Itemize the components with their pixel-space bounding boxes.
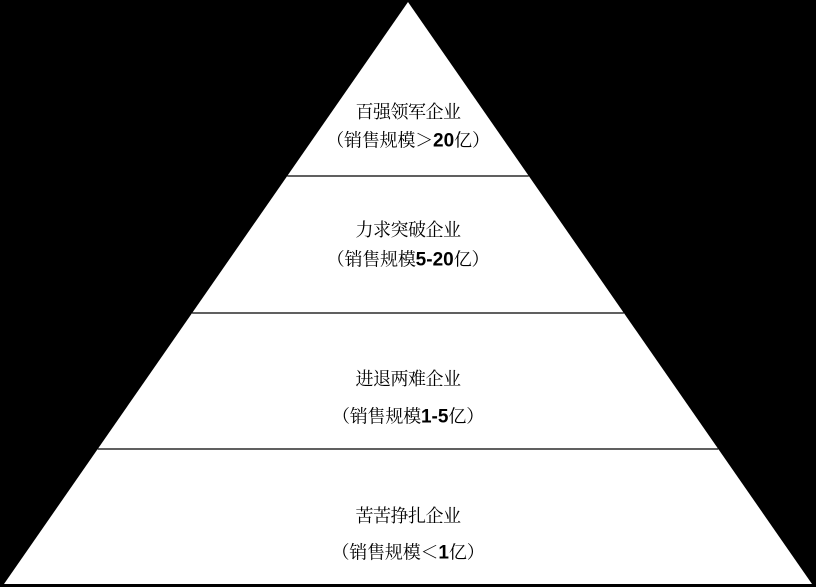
tier-1-scale: （销售规模＞20亿） [326, 131, 490, 150]
tier-2-scale-suffix: 亿） [453, 249, 490, 270]
tier-4-title: 苦苦挣扎企业 [355, 506, 462, 527]
tier-1-scale-prefix: （销售规模＞ [326, 130, 434, 151]
tier-3-scale: （销售规模1-5亿） [332, 407, 484, 426]
tier-3-scale-prefix: （销售规模 [331, 406, 421, 427]
tier-1-scale-number: 20 [433, 130, 455, 152]
tier-3-scale-suffix: 亿） [448, 406, 485, 427]
tier-3-scale-number: 1-5 [420, 406, 449, 428]
tier-2-scale-number: 5-20 [415, 249, 454, 271]
tier-1-title: 百强领军企业 [355, 101, 462, 122]
tier-1-scale-suffix: 亿） [454, 130, 490, 151]
tier-2-scale: （销售规模5-20亿） [327, 251, 490, 270]
tier-4-scale: （销售规模＜1亿） [332, 543, 485, 562]
pyramid-shape [4, 2, 812, 584]
tier-2-title: 力求突破企业 [355, 219, 462, 240]
tier-2-scale-prefix: （销售规模 [326, 249, 416, 270]
tier-3-title: 进退两难企业 [355, 368, 462, 389]
tier-4-scale-number: 1 [438, 542, 449, 564]
tier-4-scale-suffix: 亿） [448, 542, 485, 563]
tier-4-scale-prefix: （销售规模＜ [331, 542, 439, 563]
